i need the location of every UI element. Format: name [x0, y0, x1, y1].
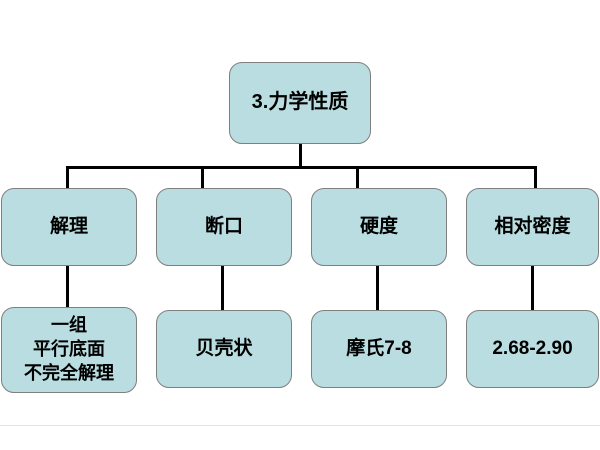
connector-drop-hardness — [356, 166, 359, 190]
node-root-label: 3.力学性质 — [251, 91, 349, 114]
connector-horizontal-bus — [66, 166, 536, 169]
node-relative-density-label: 相对密度 — [494, 215, 571, 237]
connector-root-stem — [299, 143, 302, 169]
connector-drop-cleavage — [66, 166, 69, 190]
node-cleavage-label: 解理 — [49, 215, 88, 237]
node-hardness[interactable]: 硬度 — [311, 188, 447, 266]
connector-link-cleavage-detail — [66, 265, 69, 309]
node-relative-density[interactable]: 相对密度 — [466, 188, 599, 266]
node-cleavage[interactable]: 解理 — [1, 188, 137, 266]
node-cleavage-detail[interactable]: 一组 平行底面 不完全解理 — [1, 307, 137, 393]
node-root-mechanical-properties[interactable]: 3.力学性质 — [229, 62, 371, 144]
node-cleavage-detail-label: 一组 平行底面 不完全解理 — [24, 315, 114, 383]
node-fracture[interactable]: 断口 — [156, 188, 292, 266]
connector-link-fracture-detail — [221, 265, 224, 311]
connector-drop-fracture — [201, 166, 204, 190]
connector-drop-density — [534, 166, 537, 190]
node-fracture-detail[interactable]: 贝壳状 — [156, 310, 292, 388]
node-fracture-detail-label: 贝壳状 — [195, 337, 253, 359]
connector-link-hardness-detail — [376, 265, 379, 311]
node-hardness-detail[interactable]: 摩氏7-8 — [311, 310, 447, 388]
node-hardness-detail-label: 摩氏7-8 — [346, 337, 412, 359]
node-relative-density-detail[interactable]: 2.68-2.90 — [466, 310, 599, 388]
node-hardness-label: 硬度 — [359, 215, 398, 237]
connector-link-density-detail — [531, 265, 534, 311]
node-fracture-label: 断口 — [204, 215, 243, 237]
node-relative-density-detail-label: 2.68-2.90 — [492, 337, 573, 359]
slide-bottom-rule — [0, 425, 600, 426]
